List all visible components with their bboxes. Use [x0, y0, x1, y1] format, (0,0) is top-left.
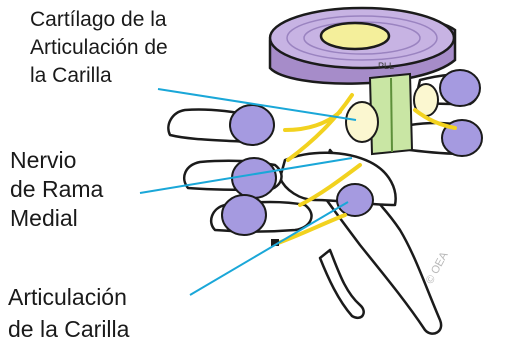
- label-line: la Carilla: [30, 62, 168, 90]
- inferior-tip: [320, 250, 364, 318]
- label-line: Articulación: [8, 281, 129, 313]
- label-line: de Rama: [10, 175, 103, 204]
- intervertebral-disc: [270, 8, 455, 84]
- label-facet-joint: Articulación de la Carilla: [8, 281, 129, 345]
- label-line: de la Carilla: [8, 313, 129, 345]
- label-line: Articulación de: [30, 34, 168, 62]
- label-medial-branch-nerve: Nervio de Rama Medial: [10, 146, 103, 233]
- label-line: Cartílago de la: [30, 6, 168, 34]
- labeled-facet-joint: [337, 184, 373, 216]
- nucleus: [321, 23, 389, 49]
- pll-tag: PLL: [378, 61, 394, 71]
- label-facet-cartilage: Cartílago de la Articulación de la Caril…: [30, 6, 168, 90]
- label-line: Nervio: [10, 146, 103, 175]
- label-line: Medial: [10, 204, 103, 233]
